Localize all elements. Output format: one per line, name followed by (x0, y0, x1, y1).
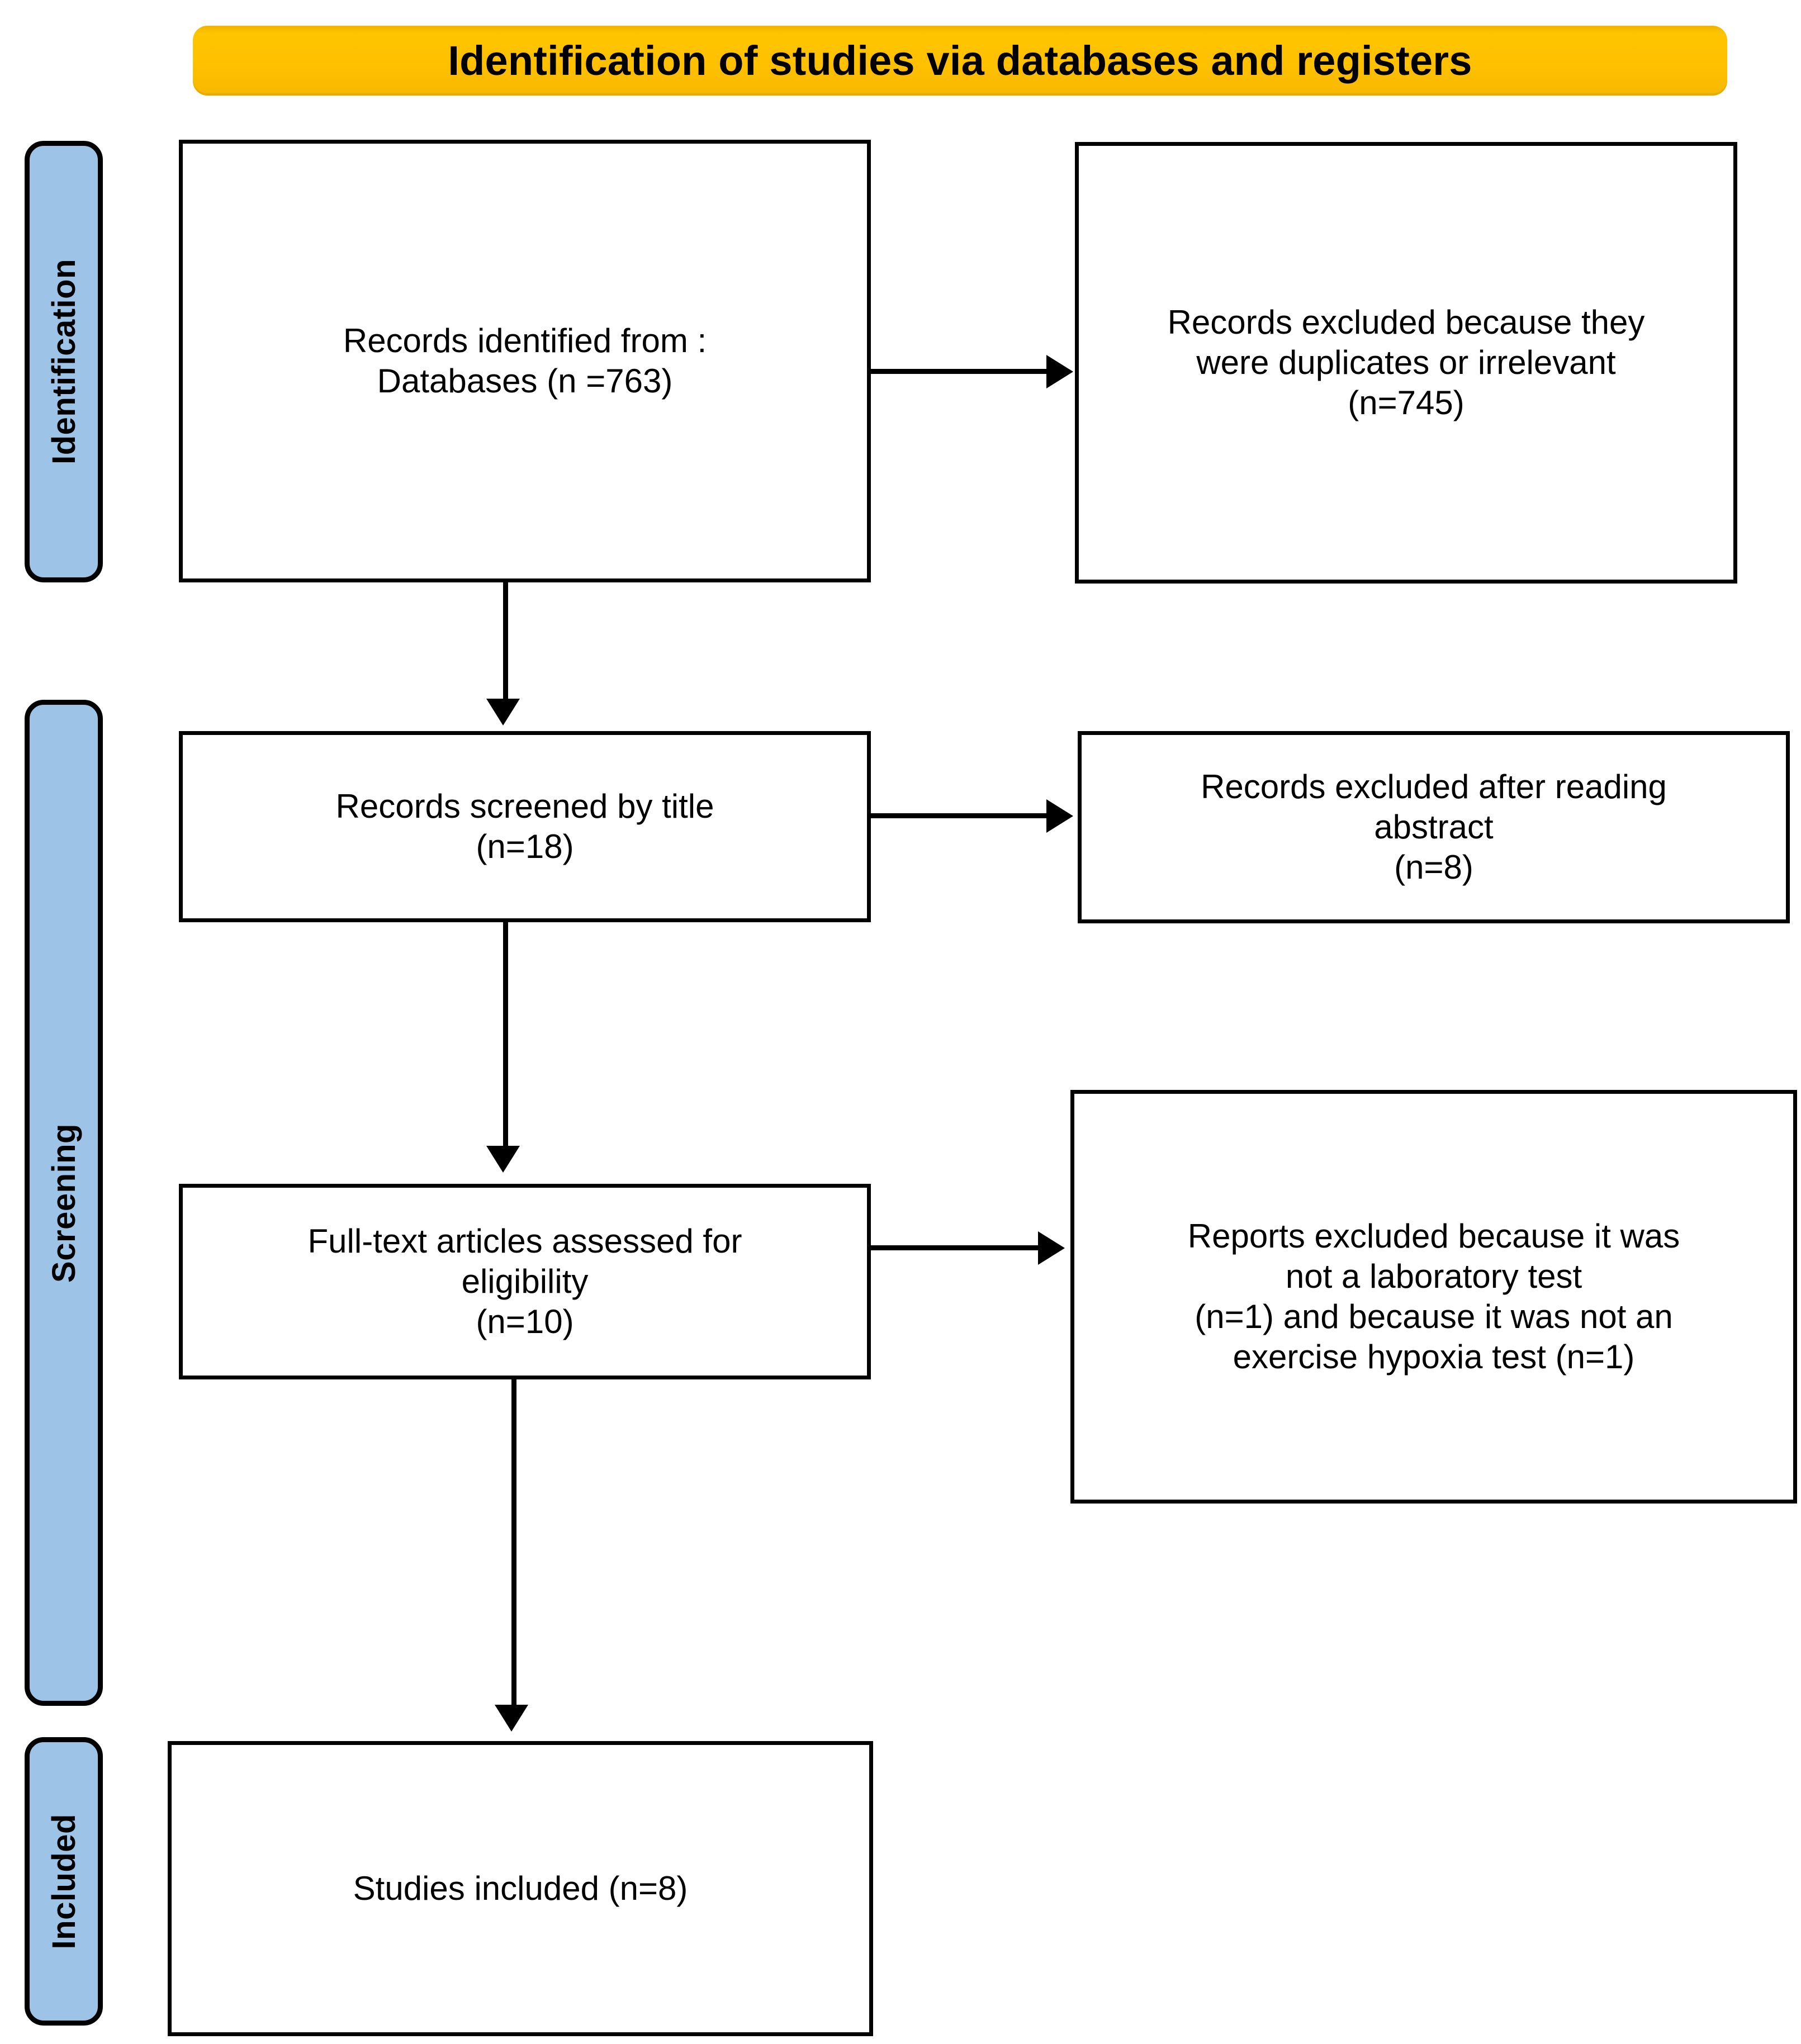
node-reports-excluded: Reports excluded because it was not a la… (1070, 1090, 1797, 1504)
arrow-screened-to-fulltext (503, 922, 508, 1149)
diagram-header-banner: Identification of studies via databases … (193, 26, 1727, 96)
node-records-screened-text: Records screened by title (n=18) (335, 788, 714, 865)
stage-label-screening: Screening (25, 700, 103, 1706)
node-records-excluded-duplicates: Records excluded because they were dupli… (1075, 142, 1737, 584)
arrow-screened-to-excluded-abstract (870, 813, 1051, 818)
node-reports-excluded-text: Reports excluded because it was not a la… (1187, 1217, 1680, 1376)
arrow-identified-to-excluded-duplicates (870, 369, 1051, 374)
arrow-fulltext-to-included (511, 1379, 516, 1709)
stage-label-identification-text: Identification (45, 259, 82, 464)
node-records-excluded-abstract: Records excluded after reading abstract … (1078, 731, 1790, 923)
node-records-excluded-abstract-text: Records excluded after reading abstract … (1201, 768, 1667, 886)
node-fulltext-assessed: Full-text articles assessed for eligibil… (179, 1184, 871, 1379)
diagram-title: Identification of studies via databases … (448, 37, 1472, 84)
arrowhead-down-icon (486, 1146, 520, 1173)
stage-label-included-text: Included (45, 1813, 82, 1950)
arrowhead-right-icon (1038, 1231, 1065, 1265)
node-records-identified-text: Records identified from : Databases (n =… (343, 322, 707, 400)
arrowhead-down-icon (495, 1705, 528, 1732)
arrowhead-down-icon (486, 699, 520, 725)
arrowhead-right-icon (1046, 799, 1073, 833)
node-studies-included-text: Studies included (n=8) (353, 1870, 688, 1907)
arrow-fulltext-to-reports-excluded (870, 1245, 1043, 1250)
node-fulltext-assessed-text: Full-text articles assessed for eligibil… (307, 1222, 742, 1340)
arrowhead-right-icon (1046, 355, 1073, 388)
stage-label-identification: Identification (25, 141, 103, 582)
node-records-identified: Records identified from : Databases (n =… (179, 140, 871, 582)
node-records-screened: Records screened by title (n=18) (179, 731, 871, 922)
stage-label-included: Included (25, 1737, 103, 2026)
node-studies-included: Studies included (n=8) (168, 1741, 873, 2036)
stage-label-screening-text: Screening (45, 1123, 82, 1283)
arrow-identified-to-screened (503, 582, 508, 703)
node-records-excluded-duplicates-text: Records excluded because they were dupli… (1167, 303, 1645, 421)
